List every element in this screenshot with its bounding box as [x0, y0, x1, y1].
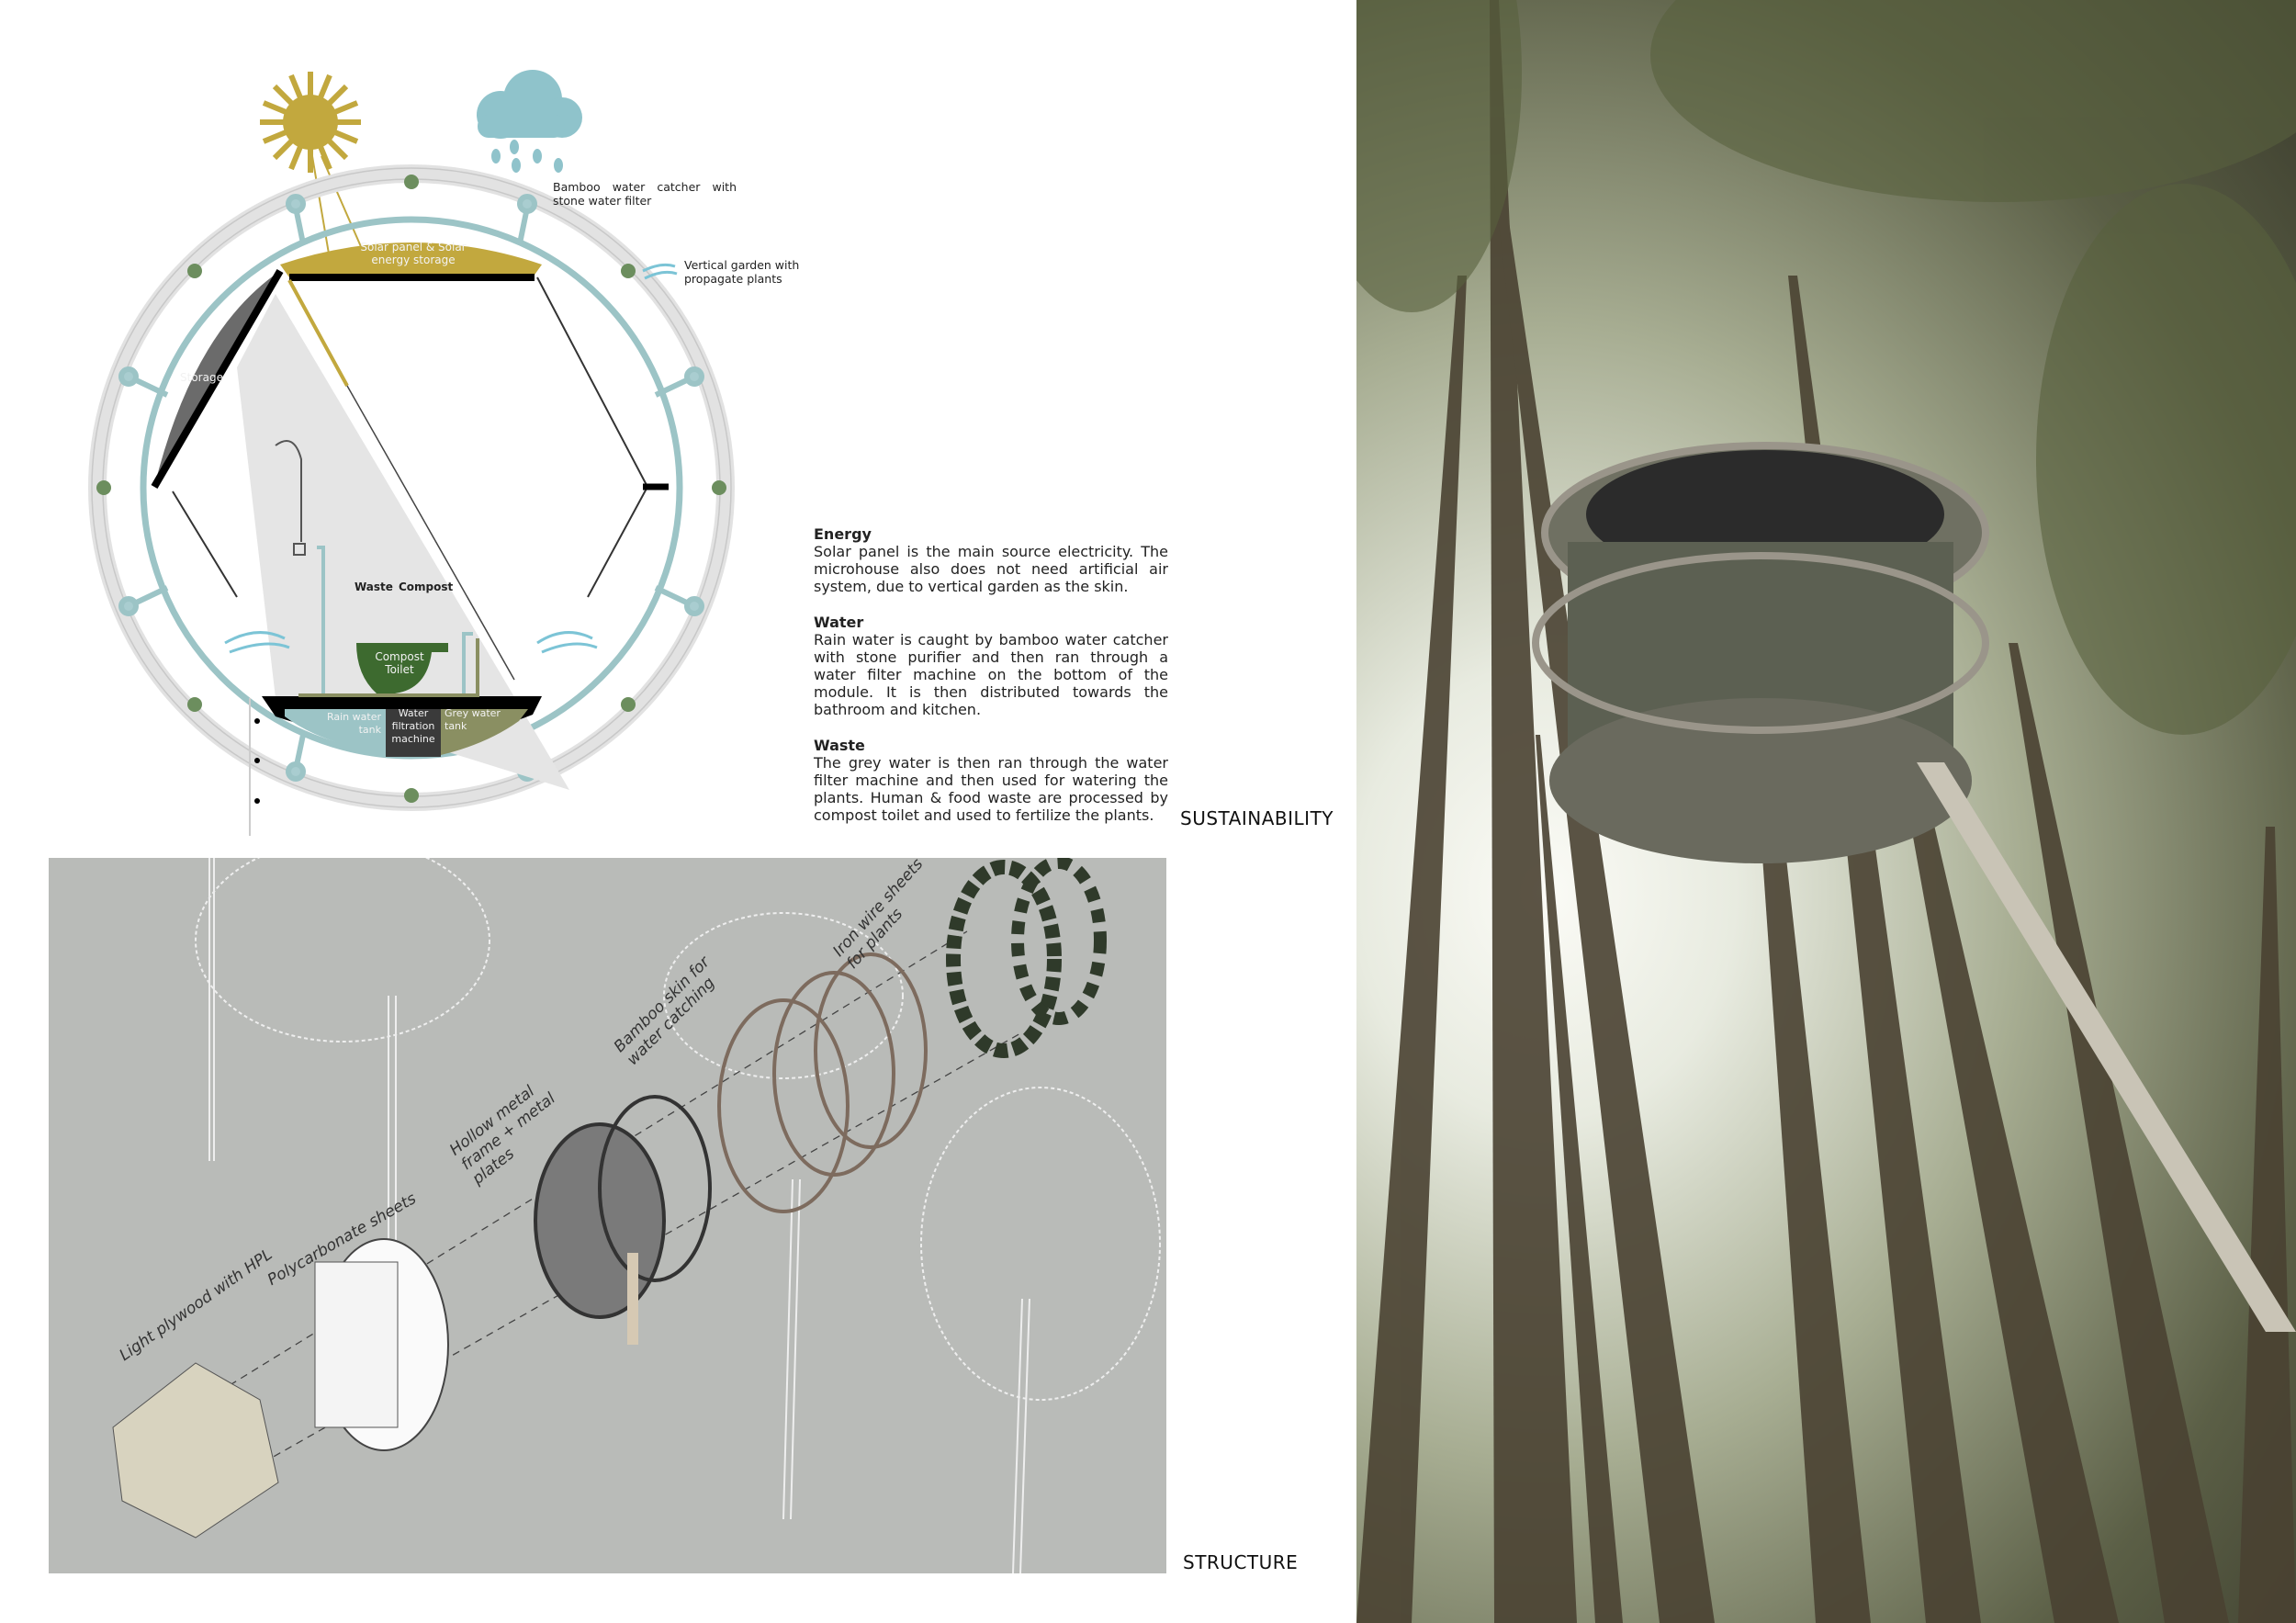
- water-filtration-machine: [386, 709, 441, 757]
- section-title-structure: STRUCTURE: [1183, 1551, 1299, 1573]
- label-rain-water-tank: Rain water tank: [326, 711, 381, 736]
- label-solar-panel: Solar panel & Solar energy storage: [360, 241, 467, 266]
- label-water-filtration: Water filtration machine: [391, 707, 435, 745]
- section-title-sustainability: SUSTAINABILITY: [1180, 807, 1334, 829]
- label-bamboo-water-catcher: Bamboo water catcher with stone water fi…: [553, 180, 737, 208]
- tree-outlines: [195, 858, 1161, 1573]
- forest-photo-drawing: [1356, 0, 2296, 1623]
- canopy: [1356, 0, 2296, 735]
- iron-wire-plant-layer: [946, 858, 1107, 1058]
- sun-ray: [311, 155, 332, 265]
- label-storage: Storage: [180, 371, 223, 384]
- energy-heading: Energy: [814, 525, 872, 543]
- label-compost: Compost: [399, 580, 454, 593]
- wind-icon: [224, 263, 678, 654]
- bathroom-area: [237, 294, 569, 790]
- sun-icon: [260, 72, 361, 173]
- structure-exploded-diagram: Light plywood with HPL Polycarbonate she…: [49, 858, 1166, 1573]
- rain-water-tank: [285, 709, 386, 753]
- shower-icon: [275, 440, 306, 556]
- sustainability-section-diagram: [88, 70, 735, 836]
- water-heading: Water: [814, 614, 864, 631]
- polycarbonate-layer: [314, 1238, 449, 1451]
- energy-text: Solar panel is the main source electrici…: [814, 543, 1168, 595]
- rain-cloud-icon: [477, 70, 582, 173]
- bamboo-skin-layer: [717, 952, 928, 1213]
- microhouse-render: [1532, 442, 2296, 1332]
- solar-panel-compartment: [280, 242, 542, 277]
- water-text: Rain water is caught by bamboo water cat…: [814, 631, 1168, 718]
- waste-heading: Waste: [814, 737, 865, 754]
- plant-pod-icons: [96, 175, 726, 803]
- label-vertical-garden: Vertical garden with propagate plants: [684, 258, 800, 286]
- waste-text: The grey water is then ran through the w…: [814, 754, 1168, 824]
- forest-rendering-photo: [1356, 0, 2296, 1623]
- sun-ray: [321, 155, 366, 258]
- label-waste: Waste: [355, 580, 393, 593]
- compost-toilet-icon: [356, 643, 448, 693]
- label-grey-water-tank: Grey water tank: [445, 707, 501, 732]
- sustainability-description: Energy Solar panel is the main source el…: [814, 525, 1168, 842]
- grey-water-tank: [441, 709, 528, 755]
- plywood-layer: [112, 1362, 279, 1538]
- label-compost-toilet: Compost Toilet: [375, 650, 424, 676]
- exploded-layers-drawing: [112, 858, 1161, 1573]
- metal-frame-layer: [534, 1095, 712, 1345]
